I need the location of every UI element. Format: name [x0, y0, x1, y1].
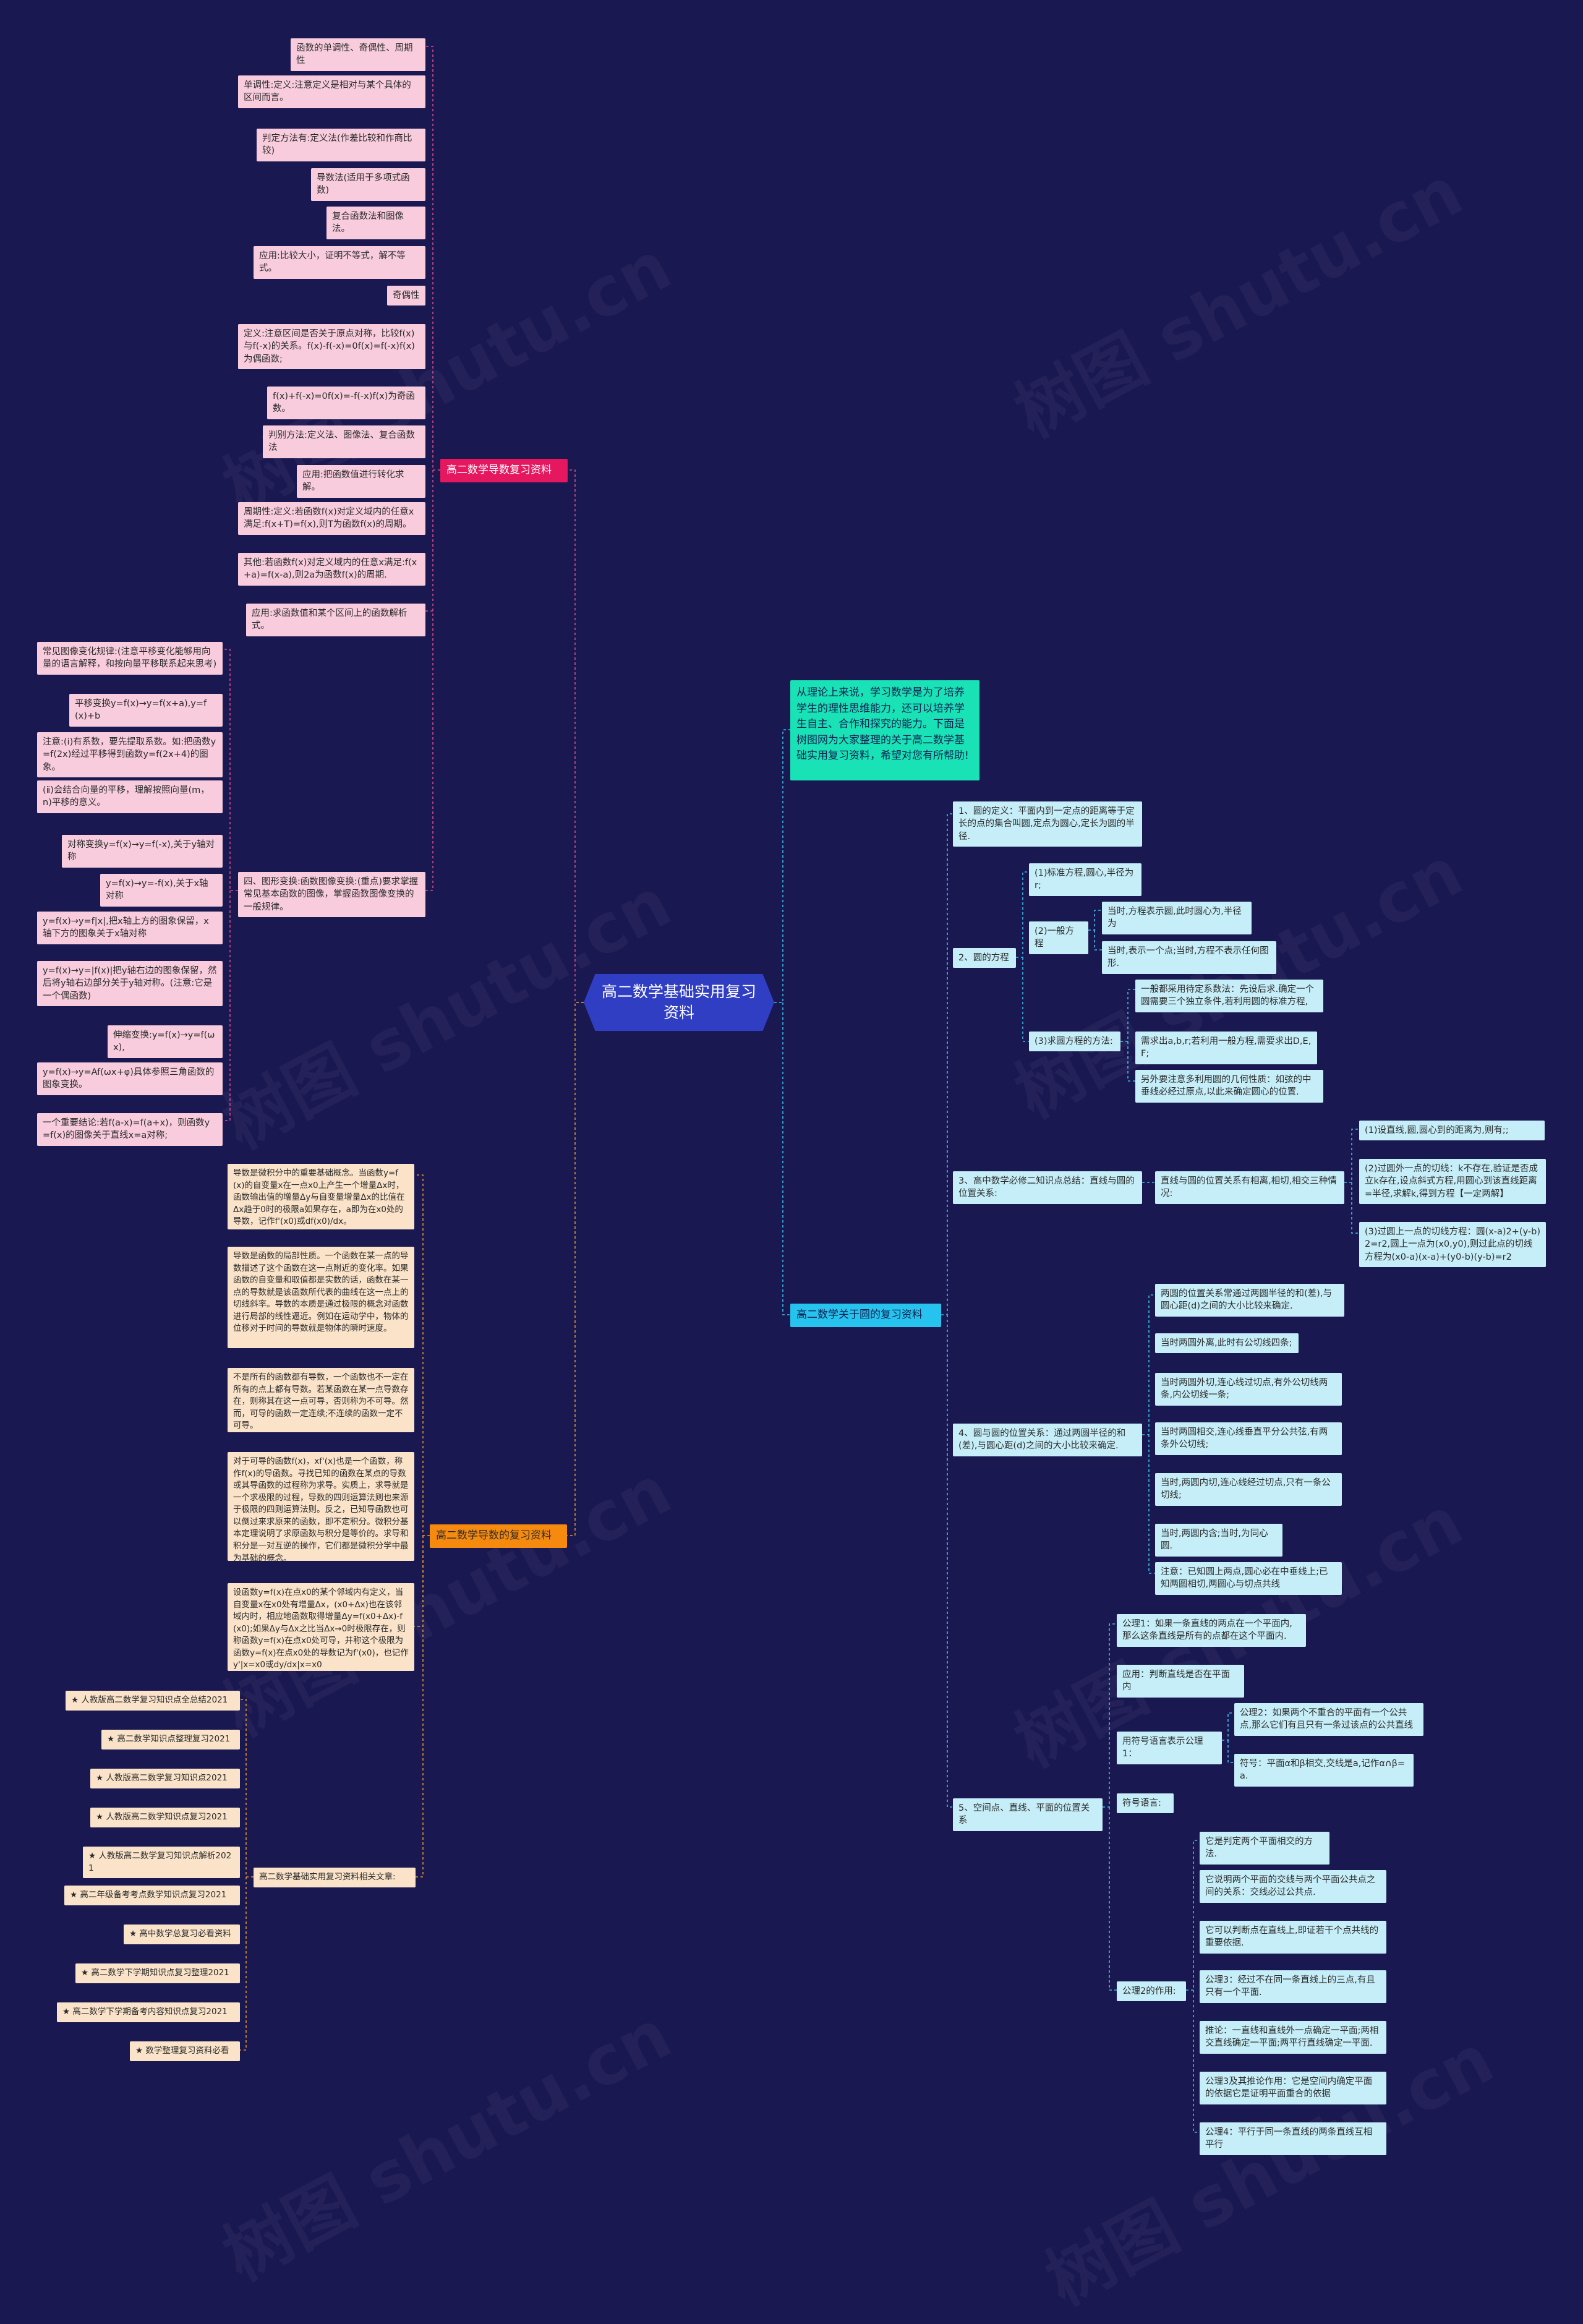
leaf-node[interactable]: 当时,两圆内含;当时,为同心圆. [1155, 1524, 1282, 1557]
space-relation-node[interactable]: 5、空间点、直线、平面的位置关系 [953, 1798, 1103, 1831]
leaf-node[interactable]: 公理2的作用: [1117, 1981, 1186, 2002]
leaf-node[interactable]: 当时两圆外切,连心线过切点,有外公切线两条,内公切线一条; [1155, 1373, 1342, 1406]
leaf-node[interactable]: f(x)+f(-x)=0f(x)=-f(-x)f(x)为奇函数。 [267, 387, 425, 419]
leaf-node[interactable]: 注意：已知圆上两点,圆心必在中垂线上;已知两圆相切,两圆心与切点共线 [1155, 1562, 1342, 1595]
line-circle-node[interactable]: 3、高中数学必修二知识点总结：直线与圆的位置关系: [953, 1171, 1142, 1204]
article-link[interactable]: ★ 人教版高二数学复习知识点2021 [90, 1769, 240, 1788]
leaf-node[interactable]: 周期性:定义:若函数f(x)对定义域内的任意x满足:f(x+T)=f(x),则T… [238, 502, 425, 535]
leaf-node[interactable]: 注意:(ⅰ)有系数，要先提取系数。如:把函数y=f(2x)经过平移得到函数y=f… [37, 732, 223, 777]
leaf-node[interactable]: y=f(x)→y=-f(x),关于x轴对称 [100, 874, 223, 907]
leaf-node[interactable]: 公理3及其推论作用：它是空间内确定平面的依据它是证明平面重合的依据 [1200, 2072, 1386, 2104]
leaf-node[interactable]: 不是所有的函数都有导数，一个函数也不一定在所有的点上都有导数。若某函数在某一点导… [228, 1368, 414, 1432]
leaf-node[interactable]: 判别方法:定义法、图像法、复合函数法 [263, 425, 425, 458]
leaf-node[interactable]: 当时两圆相交,连心线垂直平分公共弦,有两条外公切线; [1155, 1422, 1342, 1455]
circle-definition-node[interactable]: 1、圆的定义：平面内到一定点的距离等于定长的点的集合叫圆,定点为圆心,定长为圆的… [953, 801, 1142, 847]
leaf-node[interactable]: (2)过圆外一点的切线：k不存在,验证是否成立k存在,设点斜式方程,用圆心到该直… [1359, 1159, 1546, 1204]
leaf-node[interactable]: 导数是函数的局部性质。一个函数在某一点的导数描述了这个函数在这一点附近的变化率。… [228, 1247, 414, 1348]
leaf-node[interactable]: 当时,方程表示圆,此时圆心为,半径为 [1102, 902, 1252, 934]
leaf-node[interactable]: 伸缩变换:y=f(x)→y=f(ωx), [108, 1025, 223, 1058]
leaf-node[interactable]: (2)一般方程 [1029, 921, 1088, 954]
leaf-node[interactable]: 单调性:定义:注意定义是相对与某个具体的区间而言。 [238, 75, 425, 108]
article-link[interactable]: ★ 人教版高二数学复习知识点全总结2021 [66, 1691, 240, 1711]
article-link[interactable]: ★ 高二数学下学期知识点复习整理2021 [75, 1963, 240, 1983]
leaf-node[interactable]: 当时两圆外离,此时有公切线四条; [1155, 1333, 1299, 1354]
leaf-node[interactable]: 推论：一直线和直线外一点确定一平面;两相交直线确定一平面;两平行直线确定一平面. [1200, 2021, 1386, 2054]
article-link[interactable]: ★ 高二数学知识点整理复习2021 [101, 1730, 240, 1749]
leaf-node[interactable]: 一般都采用待定系数法：先设后求.确定一个圆需要三个独立条件,若利用圆的标准方程, [1135, 980, 1323, 1012]
leaf-node[interactable]: y=f(x)→y=|f(x)|把y轴右边的图象保留，然后将y轴右边部分关于y轴对… [37, 961, 223, 1006]
leaf-node[interactable]: 公理2：如果两个不重合的平面有一个公共点,那么它们有且只有一条过该点的公共直线 [1234, 1703, 1423, 1736]
leaf-node[interactable]: 一个重要结论:若f(a-x)=f(a+x)，则函数y=f(x)的图像关于直线x=… [37, 1113, 223, 1146]
related-articles-node[interactable]: 高二数学基础实用复习资料相关文章: [254, 1868, 416, 1887]
leaf-node[interactable]: 判定方法有:定义法(作差比较和作商比较) [257, 129, 425, 161]
leaf-node[interactable]: (ⅱ)会结合向量的平移，理解按照向量(m，n)平移的意义。 [37, 780, 223, 813]
leaf-node[interactable]: 直线与圆的位置关系有相离,相切,相交三种情况: [1155, 1171, 1344, 1204]
article-link[interactable]: ★ 人教版高二数学复习知识点解析2021 [83, 1847, 240, 1879]
watermark: 树图 shutu.cn [203, 1980, 685, 2299]
leaf-node[interactable]: 复合函数法和图像法。 [326, 207, 425, 239]
leaf-node[interactable]: 设函数y=f(x)在点x0的某个邻域内有定义，当自变量x在x0处有增量Δx，(x… [228, 1583, 414, 1671]
leaf-node[interactable]: (1)设直线,圆,圆心到的距离为,则有;; [1359, 1121, 1545, 1141]
leaf-node[interactable]: 当时,两圆内切,连心线经过切点,只有一条公切线; [1155, 1473, 1342, 1506]
leaf-node[interactable]: y=f(x)→y=Af(ωx+φ)具体参照三角函数的图象变换。 [37, 1062, 223, 1095]
circle-equation-node[interactable]: 2、圆的方程 [953, 948, 1016, 968]
article-link[interactable]: ★ 高中数学总复习必看资料 [124, 1925, 240, 1944]
leaf-node[interactable]: 两圆的位置关系常通过两圆半径的和(差),与圆心距(d)之间的大小比较来确定. [1155, 1284, 1344, 1317]
intro-node[interactable]: 从理论上来说，学习数学是为了培养学生的理性思维能力，还可以培养学生自主、合作和探… [790, 680, 979, 780]
watermark: 树图 shutu.cn [995, 137, 1476, 456]
leaf-node[interactable]: 应用：判断直线是否在平面内 [1117, 1665, 1244, 1698]
leaf-node[interactable]: 常见图像变化规律:(注意平移变化能够用向量的语言解释，和按向量平移联系起来思考) [37, 642, 223, 675]
branch-derivative-review[interactable]: 高二数学导数复习资料 [440, 459, 568, 482]
leaf-node[interactable]: 定义:注意区间是否关于原点对称，比较f(x)与f(-x)的关系。f(x)-f(-… [238, 324, 425, 369]
leaf-node[interactable]: 公理1：如果一条直线的两点在一个平面内,那么这条直线是所有的点都在这个平面内. [1117, 1614, 1306, 1647]
branch-circle-review[interactable]: 高二数学关于圆的复习资料 [790, 1304, 941, 1327]
leaf-node[interactable]: 需求出a,b,r;若利用一般方程,需要求出D,E,F; [1135, 1032, 1317, 1064]
leaf-node[interactable]: (3)过圆上一点的切线方程：圆(x-a)2+(y-b)2=r2,圆上一点为(x0… [1359, 1222, 1546, 1267]
leaf-node[interactable]: 平移变换y=f(x)→y=f(x+a),y=f(x)+b [69, 694, 223, 727]
branch-derivative-notes[interactable]: 高二数学导数的复习资料 [430, 1524, 567, 1548]
center-topic[interactable]: 高二数学基础实用复习资料 [584, 974, 774, 1031]
leaf-node[interactable]: 它可以判断点在直线上,即证若干个点共线的重要依据. [1200, 1921, 1386, 1954]
leaf-node[interactable]: 其他:若函数f(x)对定义域内的任意x满足:f(x+a)=f(x-a),则2a为… [238, 553, 425, 586]
graph-transform-node[interactable]: 四、图形变换:函数图像变换:(重点)要求掌握常见基本函数的图像，掌握函数图像变换… [238, 872, 425, 917]
leaf-node[interactable]: (1)标准方程,圆心,半径为r; [1029, 863, 1141, 896]
leaf-node[interactable]: 它说明两个平面的交线与两个平面公共点之间的关系：交线必过公共点. [1200, 1870, 1386, 1903]
leaf-node[interactable]: 符号：平面α和β相交,交线是a,记作α∩β=a. [1234, 1754, 1414, 1787]
leaf-node[interactable]: 应用:把函数值进行转化求解。 [297, 465, 425, 498]
article-link[interactable]: ★ 高二数学下学期备考内容知识点复习2021 [57, 2002, 240, 2022]
leaf-node[interactable]: 导数法(适用于多项式函数) [311, 168, 425, 201]
leaf-node[interactable]: 奇偶性 [387, 286, 425, 306]
leaf-node[interactable]: 用符号语言表示公理1： [1117, 1732, 1222, 1764]
leaf-node[interactable]: 它是判定两个平面相交的方法. [1200, 1832, 1329, 1865]
article-link[interactable]: ★ 高二年级备考考点数学知识点复习2021 [64, 1886, 240, 1905]
leaf-node[interactable]: 公理3：经过不在同一条直线上的三点,有且只有一个平面. [1200, 1970, 1386, 2003]
leaf-node[interactable]: 符号语言: [1117, 1793, 1174, 1814]
leaf-node[interactable]: (3)求圆方程的方法: [1029, 1032, 1120, 1052]
mind-map-canvas: 树图 shutu.cn 树图 shutu.cn 树图 shutu.cn 树图 s… [37, 38, 1546, 2155]
leaf-node[interactable]: 公理4：平行于同一条直线的两条直线互相平行 [1200, 2122, 1386, 2155]
leaf-node[interactable]: 当时,表示一个点;当时,方程不表示任何图形. [1102, 941, 1276, 974]
leaf-node[interactable]: 应用:比较大小，证明不等式，解不等式。 [254, 246, 425, 279]
leaf-node[interactable]: 导数是微积分中的重要基础概念。当函数y=f(x)的自变量x在一点x0上产生一个增… [228, 1164, 414, 1229]
article-link[interactable]: ★ 数学整理复习资料必看 [130, 2041, 240, 2061]
circle-circle-node[interactable]: 4、圆与圆的位置关系：通过两圆半径的和(差),与圆心距(d)之间的大小比较来确定… [953, 1424, 1142, 1456]
leaf-node[interactable]: 对于可导的函数f(x)，xf'(x)也是一个函数，称作f(x)的导函数。寻找已知… [228, 1452, 414, 1561]
leaf-node[interactable]: 对称变换y=f(x)→y=f(-x),关于y轴对称 [62, 835, 223, 868]
leaf-node[interactable]: 函数的单调性、奇偶性、周期性 [291, 38, 425, 71]
article-link[interactable]: ★ 人教版高二数学知识点复习2021 [90, 1808, 240, 1827]
leaf-node[interactable]: y=f(x)→y=f|x|,把x轴上方的图象保留，x轴下方的图象关于x轴对称 [37, 912, 223, 944]
leaf-node[interactable]: 另外要注意多利用圆的几何性质：如弦的中垂线必经过原点,以此来确定圆心的位置. [1135, 1070, 1323, 1103]
leaf-node[interactable]: 应用:求函数值和某个区间上的函数解析式。 [246, 604, 425, 636]
